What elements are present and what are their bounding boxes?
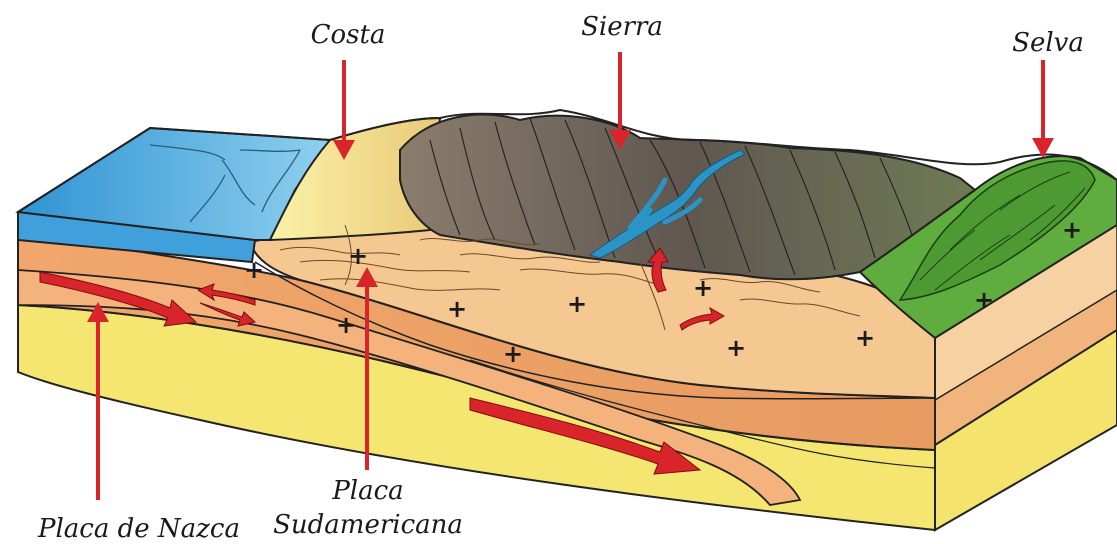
plus-sign: + [726, 336, 746, 360]
plus-sign: + [244, 258, 264, 282]
label-placa: Placa [332, 478, 403, 504]
arrow-costa [333, 60, 355, 160]
label-sudamericana: Sudamericana [273, 512, 463, 538]
label-costa: Costa [311, 22, 386, 48]
plus-sign: + [503, 342, 523, 366]
label-selva: Selva [1012, 30, 1084, 56]
plus-sign: + [693, 276, 713, 300]
plus-sign: + [348, 244, 368, 268]
plus-sign: + [447, 297, 467, 321]
plus-sign: + [855, 326, 875, 350]
label-placa-de-nazca: Placa de Nazca [38, 516, 240, 542]
label-sierra: Sierra [581, 14, 663, 40]
plus-sign: + [974, 288, 994, 312]
plus-sign: + [336, 313, 356, 337]
arrow-sierra [609, 52, 631, 150]
arrow-selva [1032, 60, 1054, 158]
plus-sign: + [1062, 218, 1082, 242]
plus-sign: + [567, 292, 587, 316]
